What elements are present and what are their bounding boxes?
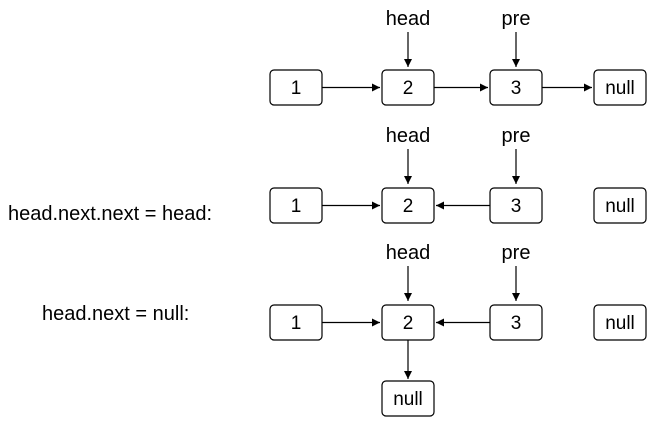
node-null: null bbox=[593, 304, 647, 341]
svg-text:null: null bbox=[393, 389, 423, 410]
node-3: 3 bbox=[489, 187, 543, 224]
node-3: 3 bbox=[489, 69, 543, 106]
head-pointer-label: head bbox=[386, 8, 431, 30]
row-3: head.next = null: head pre 1 2 3 null nu… bbox=[42, 242, 647, 417]
pre-pointer-label: pre bbox=[502, 242, 531, 264]
svg-text:2: 2 bbox=[403, 196, 414, 217]
row-2: head.next.next = head: head pre 1 2 3 nu… bbox=[8, 125, 647, 225]
head-pointer-label: head bbox=[386, 125, 431, 147]
node-3: 3 bbox=[489, 304, 543, 341]
svg-text:3: 3 bbox=[511, 196, 522, 217]
node-null: null bbox=[593, 187, 647, 224]
node-2: 2 bbox=[381, 187, 435, 224]
svg-text:null: null bbox=[605, 78, 635, 99]
node-1: 1 bbox=[269, 69, 323, 106]
svg-text:2: 2 bbox=[403, 78, 414, 99]
node-null-below: null bbox=[381, 380, 435, 417]
svg-text:1: 1 bbox=[291, 196, 302, 217]
node-2: 2 bbox=[381, 69, 435, 106]
svg-text:null: null bbox=[605, 313, 635, 334]
node-1: 1 bbox=[269, 304, 323, 341]
svg-text:3: 3 bbox=[511, 313, 522, 334]
head-pointer-label: head bbox=[386, 242, 431, 264]
step-caption: head.next.next = head: bbox=[8, 203, 212, 225]
node-null: null bbox=[593, 69, 647, 106]
svg-text:2: 2 bbox=[403, 313, 414, 334]
svg-text:null: null bbox=[605, 196, 635, 217]
svg-text:1: 1 bbox=[291, 78, 302, 99]
step-caption: head.next = null: bbox=[42, 303, 189, 325]
svg-text:1: 1 bbox=[291, 313, 302, 334]
svg-text:3: 3 bbox=[511, 78, 522, 99]
pre-pointer-label: pre bbox=[502, 125, 531, 147]
pre-pointer-label: pre bbox=[502, 8, 531, 30]
node-2: 2 bbox=[381, 304, 435, 341]
row-1: head pre 1 2 3 null bbox=[269, 8, 647, 106]
node-1: 1 bbox=[269, 187, 323, 224]
